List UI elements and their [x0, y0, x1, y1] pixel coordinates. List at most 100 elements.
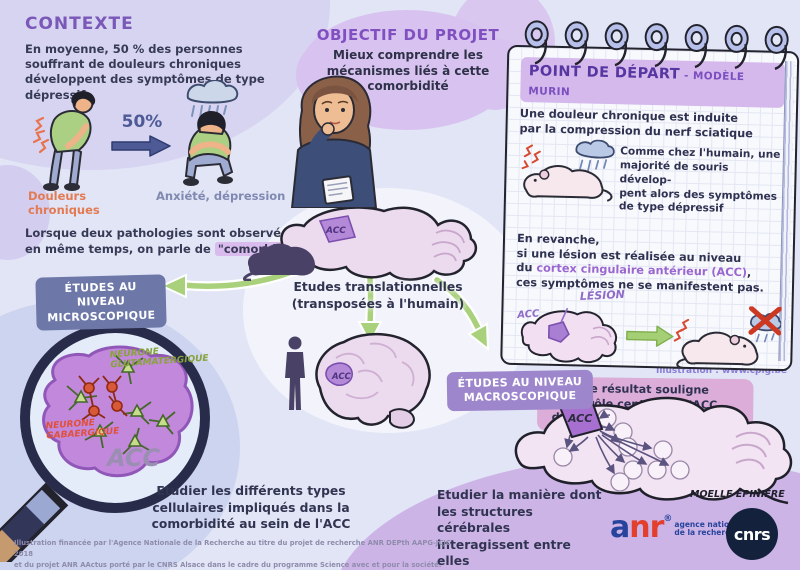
funding-credit-line1: Illustration financée par l'Agence Natio…	[14, 539, 451, 558]
acc-region-label: ACC	[331, 372, 352, 382]
handle-steel	[23, 489, 61, 527]
hand	[321, 122, 335, 136]
notebook-row: Comme chez l'humain, une majorité de sou…	[518, 138, 784, 218]
gyri-lines	[335, 342, 415, 400]
spiral-ring-icon	[524, 20, 549, 65]
illustration-credit: Illustration : www.cpig.be	[656, 366, 787, 376]
spiral-ring-icon	[724, 24, 749, 70]
rain-cloud-icon	[186, 80, 239, 119]
spiral-ring-icon	[604, 22, 629, 67]
anr-letter-r: r	[649, 510, 665, 545]
cerebellum-folds	[731, 431, 771, 470]
brain-outline	[514, 396, 793, 501]
mouse-silhouette-icon	[243, 243, 315, 281]
shoe	[64, 183, 80, 191]
macro-description: Etudier la manière dont les structures c…	[437, 488, 602, 569]
human-brain-illustration: ACC	[315, 332, 431, 429]
notebook-paper: POINT DE DÉPART - MODÈLE MURIN Une doule…	[500, 44, 800, 433]
anxiety-depression-label: Anxiété, dépression	[156, 189, 286, 203]
red-x-icon	[748, 305, 782, 335]
magnifying-glass-illustration: ACC	[0, 323, 210, 562]
acc-region-label: ACC	[325, 226, 346, 236]
mouse-tail	[601, 189, 613, 203]
acc-region-label: ACC	[567, 412, 592, 425]
notebook-paragraph-1: Une douleur chronique est induite par la…	[519, 107, 754, 140]
handle-wood	[0, 529, 21, 562]
notebook-paragraph-3: En revanche, si une lésion est réalisée …	[516, 217, 782, 296]
relieved-mouse-no-rain-illustration	[673, 305, 782, 369]
jeans	[68, 146, 83, 187]
pain-marks-icon	[673, 318, 690, 342]
mouse-ear	[539, 169, 550, 181]
arms-folded	[189, 141, 231, 155]
spiral-ring-icon	[644, 23, 669, 68]
notebook-paragraph-2: Comme chez l'humain, une majorité de sou…	[618, 145, 781, 216]
eye	[325, 108, 329, 112]
spiral-ring-icon	[684, 24, 709, 69]
eyebrow	[337, 100, 349, 104]
human-silhouette-icon	[285, 336, 305, 410]
chronic-pain-label: Douleurs chroniques	[28, 189, 100, 217]
shoe	[43, 183, 59, 191]
acc-tissue-label: ACC	[105, 444, 160, 472]
cnrs-wordmark: cnrs	[733, 524, 771, 544]
cerebellum-folds	[590, 326, 612, 345]
anr-wordmark: anr®	[610, 513, 672, 543]
context-intro: En moyenne, 50 % des personnes souffrant…	[25, 42, 265, 102]
acc-region	[318, 215, 357, 243]
funding-credit-line2: et du projet ANR AActus porté par le CNR…	[14, 560, 442, 569]
shoe	[183, 178, 199, 186]
mouse-brain-illustration: ACC	[280, 206, 478, 281]
mouth	[329, 121, 341, 125]
brainstem	[757, 488, 789, 505]
rain-cloud-icon	[575, 139, 615, 172]
arrowhead	[357, 321, 383, 346]
arm	[65, 123, 89, 149]
objective-title: OBJECTIF DU PROJET	[316, 26, 500, 44]
connection-arrows	[564, 409, 670, 475]
lesion-patch	[547, 320, 570, 343]
crossed-cloud-icon	[748, 305, 782, 342]
depressed-man-illustration	[183, 80, 239, 186]
comorbidity-text: Lorsque deux pathologies sont observées …	[25, 226, 296, 257]
cerebellum-folds	[431, 229, 465, 262]
hair	[71, 91, 96, 108]
woman-researcher-illustration	[290, 75, 378, 208]
mouse-body	[681, 331, 759, 366]
mouse-body	[523, 165, 604, 200]
fifty-percent-arrow: 50%	[110, 112, 174, 158]
micro-level-badge: ÉTUDES AU NIVEAU MICROSCOPIQUE	[35, 274, 167, 331]
sad-mouse-rain-illustration	[521, 139, 615, 203]
mouse-brain-outline	[520, 309, 618, 363]
arrowhead	[159, 273, 187, 299]
lesioned-mouse-brain-illustration	[520, 307, 618, 363]
acc-region	[325, 362, 353, 387]
lesion-pointer	[560, 307, 569, 322]
anr-letter-a: a	[610, 510, 630, 545]
mouse-eye	[743, 344, 747, 348]
registered-mark: ®	[663, 514, 672, 524]
mouse-eye	[533, 179, 537, 183]
spiral-ring-icon	[564, 21, 589, 66]
mouse-ear	[729, 334, 741, 345]
hair	[197, 110, 226, 132]
spiral-ring-icon	[764, 25, 789, 70]
notebook-illustration-row: ACC LÉSION	[514, 287, 782, 377]
eye	[341, 108, 345, 112]
green-arrow-icon	[626, 325, 674, 347]
pain-squiggles-icon	[32, 116, 50, 154]
pain-marks-icon	[521, 144, 541, 170]
mouse-tail	[676, 357, 687, 369]
notepad-icon	[321, 175, 355, 205]
human-brain-outline	[315, 332, 431, 426]
eyebrow	[321, 100, 333, 105]
funding-credit: Illustration financée par l'Agence Natio…	[14, 538, 454, 570]
gabaergic-neurons	[83, 381, 123, 417]
right-arrow-icon	[111, 135, 171, 157]
context-title: CONTEXTE	[25, 14, 134, 34]
macro-level-badge: ÉTUDES AU NIVEAU MACROSCOPIQUE	[446, 369, 594, 411]
handle-navy	[0, 505, 45, 551]
micro-description: Etudier les différents types cellulaires…	[151, 484, 351, 532]
translational-studies-text: Etudes translationnelles (transposées à …	[291, 280, 465, 311]
